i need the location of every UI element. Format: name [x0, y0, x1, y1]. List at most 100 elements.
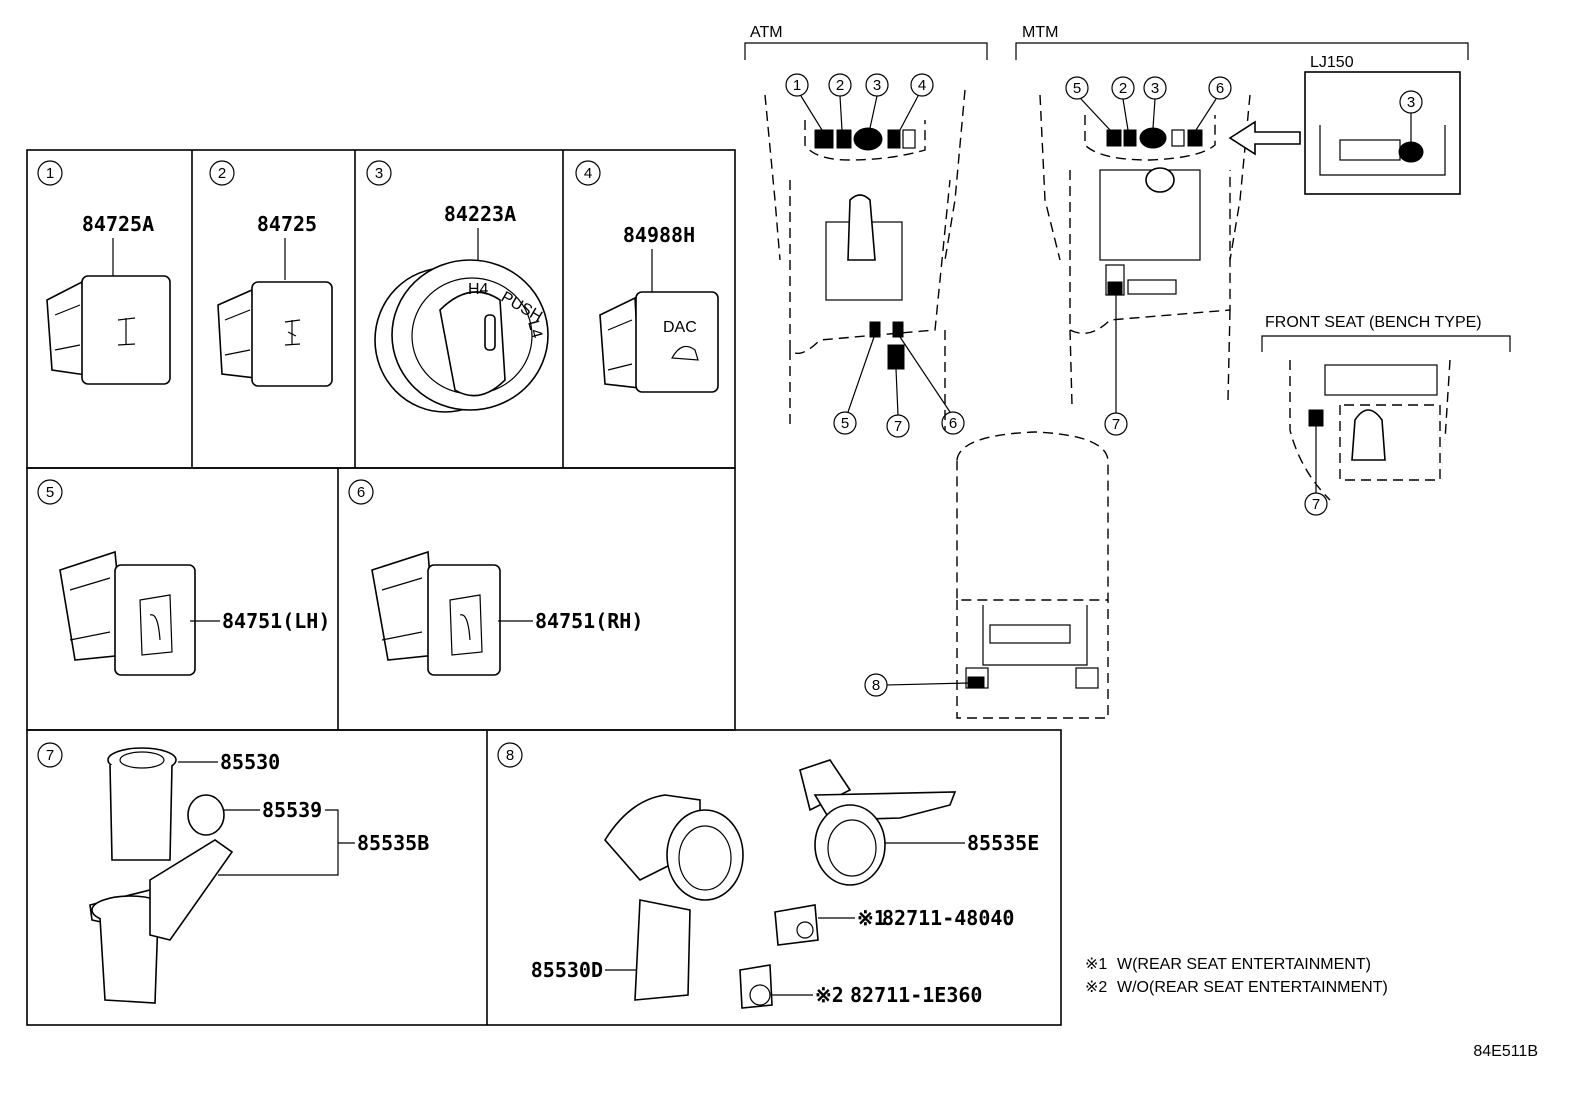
mtm-callout-6: 6	[1208, 76, 1232, 100]
transfer-knob-icon: H4 PUSH L4	[374, 259, 549, 413]
lj150-title: LJ150	[1310, 54, 1354, 71]
lj150-view: LJ150 3	[1304, 54, 1461, 195]
dac-switch-icon: DAC	[599, 291, 719, 393]
svg-text:2: 2	[836, 77, 844, 94]
callout-number: 2	[218, 165, 226, 182]
callout-number: 8	[506, 747, 514, 764]
svg-text:3: 3	[1151, 80, 1159, 97]
seat-heater-switch-rh-icon	[371, 550, 501, 676]
atm-callout-2: 2	[828, 73, 852, 97]
callout-3: 3	[366, 160, 392, 186]
part-number-82711-48040: 82711-48040	[882, 906, 1014, 930]
front-seat-callout-7: 7	[1304, 492, 1328, 516]
callout-6: 6	[348, 479, 374, 505]
callout-number: 1	[46, 165, 54, 182]
callout-1: 1	[37, 160, 63, 186]
lj150-callout-3: 3	[1399, 90, 1423, 114]
svg-text:6: 6	[1216, 80, 1224, 97]
callout-8: 8	[497, 742, 523, 768]
callout-number: 6	[357, 484, 365, 501]
svg-text:5: 5	[1073, 80, 1081, 97]
svg-text:7: 7	[1112, 416, 1120, 433]
mtm-callout-7: 7	[1104, 412, 1128, 436]
view-arrow-icon	[1228, 120, 1301, 156]
callout-2: 2	[209, 160, 235, 186]
panel-1: 1 84725A	[37, 160, 171, 385]
atm-title: ATM	[750, 24, 783, 41]
svg-text:3: 3	[1407, 94, 1415, 111]
atm-callout-4: 4	[910, 73, 934, 97]
part-number-84223A: 84223A	[444, 202, 516, 226]
atm-callout-5: 5	[833, 411, 857, 435]
mtm-callout-2: 2	[1111, 76, 1135, 100]
power-outlet-icon	[604, 794, 744, 1001]
note-1-text: W(REAR SEAT ENTERTAINMENT)	[1117, 956, 1371, 973]
svg-text:6: 6	[949, 415, 957, 432]
panel-5: 5 84751(LH)	[37, 479, 330, 676]
clip-1-icon	[774, 904, 819, 946]
clip-2-icon	[739, 964, 773, 1009]
svg-text:3: 3	[873, 77, 881, 94]
front-seat-view: FRONT SEAT (BENCH TYPE) 7	[1261, 314, 1511, 516]
svg-text:7: 7	[894, 418, 902, 435]
seat-heater-switch-lh-icon	[59, 550, 196, 676]
note-2-mark: ※2	[1085, 979, 1107, 996]
notes: ※1 W(REAR SEAT ENTERTAINMENT) ※2 W/O(REA…	[1085, 956, 1388, 996]
knob-mark-h4: H4	[468, 281, 489, 298]
part-number-82711-1E360: 82711-1E360	[850, 983, 982, 1007]
svg-text:4: 4	[918, 77, 926, 94]
callout-number: 7	[46, 747, 54, 764]
part-number-85530D: 85530D	[531, 958, 603, 982]
4wd-switch-icon	[46, 275, 171, 385]
mtm-view: MTM 5 2 3 6 7	[1015, 24, 1469, 436]
callout-number: 3	[375, 165, 383, 182]
atm-callout-7: 7	[886, 414, 910, 438]
atm-callout-1: 1	[785, 73, 809, 97]
mtm-callout-3: 3	[1143, 76, 1167, 100]
callout-number: 5	[46, 484, 54, 501]
panel-6: 6 84751(RH)	[348, 479, 643, 676]
part-number-84988H: 84988H	[623, 223, 695, 247]
part-number-85530: 85530	[220, 750, 280, 774]
knob-mark-l4: L4	[524, 319, 545, 341]
part-number-85535E: 85535E	[967, 831, 1039, 855]
atm-callout-6: 6	[941, 411, 965, 435]
part-number-85539: 85539	[262, 798, 322, 822]
svg-text:8: 8	[872, 677, 880, 694]
dac-label: DAC	[663, 319, 697, 336]
cap-icon	[187, 794, 225, 836]
svg-text:5: 5	[841, 415, 849, 432]
panel-grid	[26, 149, 1062, 1026]
socket-icon	[107, 747, 177, 861]
callout-7: 7	[37, 742, 63, 768]
part-number-84751-rh: 84751(RH)	[535, 609, 643, 633]
note-2-text: W/O(REAR SEAT ENTERTAINMENT)	[1117, 979, 1388, 996]
panel-3: 3 84223A H4 PUSH L4	[366, 160, 549, 413]
mtm-title: MTM	[1022, 24, 1058, 41]
part-number-84725: 84725	[257, 212, 317, 236]
front-seat-title: FRONT SEAT (BENCH TYPE)	[1265, 314, 1482, 331]
atm-view: ATM 1 2 3 4 5 7 6	[744, 24, 988, 438]
diagram-code: 84E511B	[1473, 1043, 1538, 1060]
mtm-callout-5: 5	[1065, 76, 1089, 100]
panel-2: 2 84725	[209, 160, 333, 387]
svg-text:2: 2	[1119, 80, 1127, 97]
callout-4: 4	[575, 160, 601, 186]
callout-5: 5	[37, 479, 63, 505]
console-view: 8	[864, 431, 1109, 719]
part-number-84725A: 84725A	[82, 212, 154, 236]
svg-text:7: 7	[1312, 496, 1320, 513]
option-mark-2: ※2	[815, 983, 844, 1007]
callout-number: 4	[584, 165, 592, 182]
outlet-cover-icon	[799, 759, 957, 886]
panel-4: 4 84988H DAC	[575, 160, 719, 393]
part-number-84751-lh: 84751(LH)	[222, 609, 330, 633]
atm-callout-3: 3	[865, 73, 889, 97]
option-mark-1: ※1	[857, 906, 886, 930]
console-callout-8: 8	[864, 673, 888, 697]
panel-7: 7 85530 85539 85535B	[37, 742, 429, 1004]
svg-text:1: 1	[793, 77, 801, 94]
socket-housing-icon	[89, 839, 234, 1004]
note-1-mark: ※1	[1085, 956, 1107, 973]
